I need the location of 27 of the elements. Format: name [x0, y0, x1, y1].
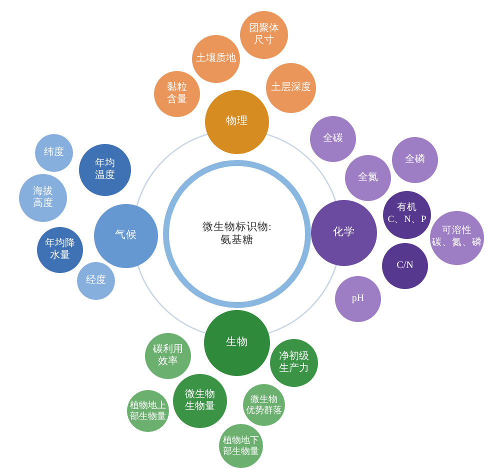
factor-circle: 团聚体尺寸	[240, 11, 288, 59]
factor-circle: 年均降水量	[37, 227, 83, 273]
category-circle: 气候	[94, 204, 158, 268]
factor-circle: 纬度	[35, 134, 73, 172]
factor-circle: 碳利用效率	[145, 333, 191, 379]
factor-circle: C/N	[382, 243, 428, 289]
factor-circle: 全氮	[345, 155, 391, 201]
factor-circle: 微生物生物量	[173, 374, 227, 428]
category-circle: 生物	[204, 310, 270, 376]
factor-circle: 有机C、N、P	[383, 191, 431, 239]
factor-circle: 微生物优势群落	[243, 384, 285, 426]
factor-circle: 可溶性碳、氮、磷	[430, 211, 484, 265]
factor-circle: 海拔高度	[19, 174, 67, 222]
factor-circle: 年均温度	[79, 144, 131, 196]
factor-circle: 全碳	[310, 116, 356, 162]
factor-circle: 经度	[77, 262, 115, 300]
factor-circle: 黏粒含量	[154, 71, 200, 117]
factor-circle: 植物地上部生物量	[127, 390, 169, 432]
category-circle: 化学	[311, 200, 377, 266]
factor-circle: 净初级生产力	[270, 339, 318, 387]
factor-circle: pH	[335, 276, 381, 322]
factor-circle: 土壤质地	[192, 35, 240, 83]
hub-ring: 微生物标识物:氨基糖	[163, 160, 311, 308]
factor-circle: 土层深度	[266, 63, 316, 113]
factor-circle: 植物地下部生物量	[219, 424, 263, 468]
factor-circle: 全磷	[392, 137, 438, 183]
category-circle: 物理	[205, 90, 269, 154]
